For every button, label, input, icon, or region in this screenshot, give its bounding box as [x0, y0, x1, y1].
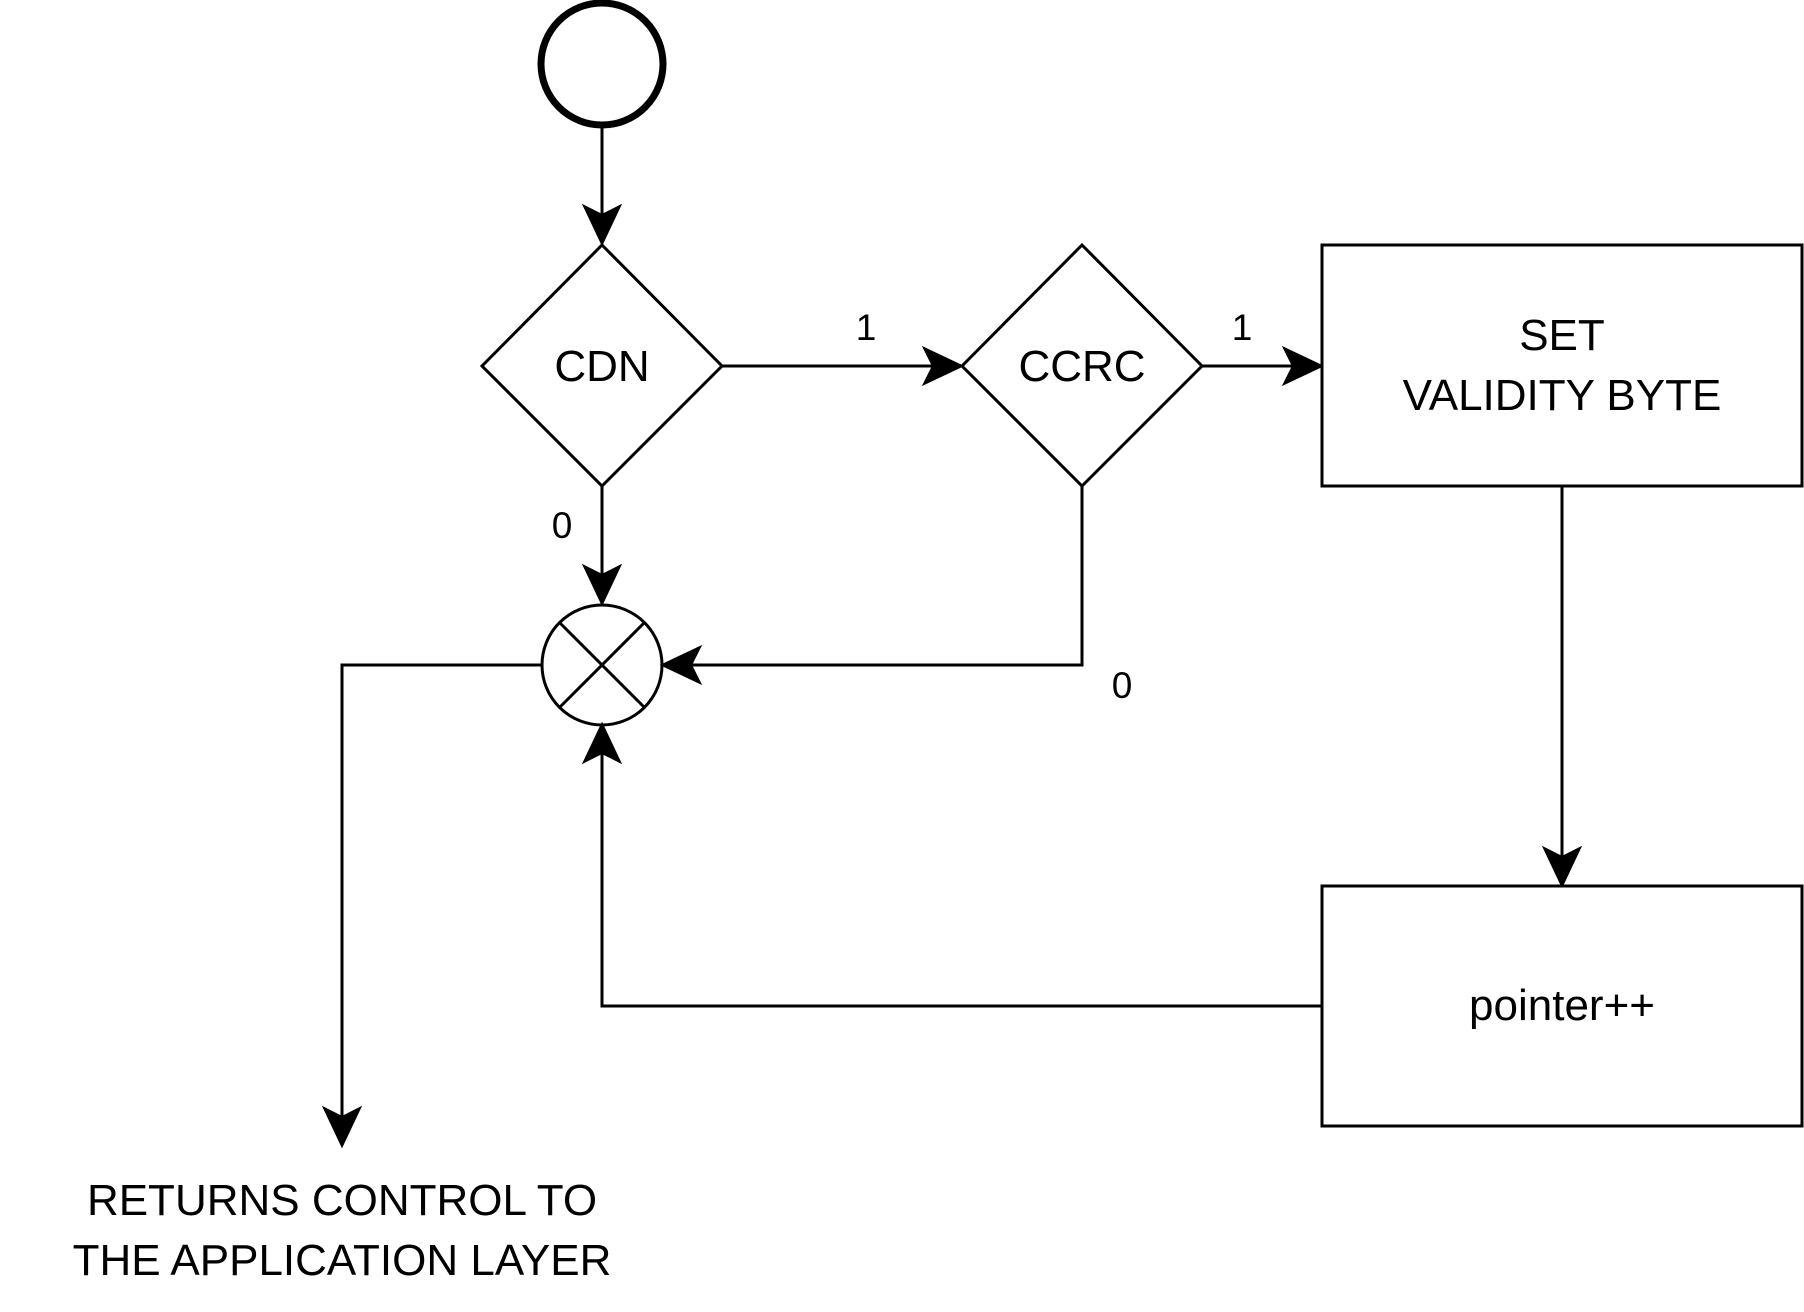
- edge-ccrc-to-set-validity: 1: [1202, 307, 1325, 387]
- start-node: [537, 0, 667, 129]
- decision-ccrc: CCRC: [959, 242, 1205, 489]
- edge-ccrc-false-label: 0: [1112, 665, 1133, 706]
- edge-cdn-false-label: 0: [552, 505, 573, 546]
- edge-junction-to-exit: [321, 663, 542, 1149]
- arrowhead: [1281, 345, 1325, 387]
- process-set-validity-byte: SET VALIDITY BYTE: [1320, 243, 1804, 488]
- arrowhead: [581, 563, 623, 607]
- exit-caption-line-1: RETURNS CONTROL TO: [87, 1176, 597, 1225]
- edge-set-validity-to-pointer: [1541, 486, 1583, 889]
- process-set-validity-line-2: VALIDITY BYTE: [1403, 371, 1722, 420]
- arrowhead: [581, 203, 623, 247]
- edge-start-to-cdn: [581, 126, 623, 247]
- exit-caption-line-2: THE APPLICATION LAYER: [73, 1236, 612, 1285]
- process-pointer-label: pointer++: [1469, 981, 1655, 1030]
- decision-cdn-label: CDN: [554, 342, 649, 391]
- edge-pointer-to-junction: [581, 721, 1322, 1008]
- decision-ccrc-label: CCRC: [1018, 342, 1145, 391]
- arrowhead: [581, 721, 623, 765]
- process-pointer-increment: pointer++: [1320, 884, 1804, 1128]
- junction-cross-line: [558, 621, 646, 709]
- arrowhead: [659, 644, 703, 686]
- decision-cdn: CDN: [479, 242, 725, 489]
- edge-ccrc-true-label: 1: [1232, 307, 1253, 348]
- arrowhead: [921, 345, 965, 387]
- arrowhead: [1541, 845, 1583, 889]
- edge-cdn-true-label: 1: [856, 307, 877, 348]
- arrowhead: [321, 1105, 363, 1149]
- junction-node: [540, 603, 664, 727]
- edge-cdn-to-ccrc: 1: [722, 307, 965, 387]
- process-set-validity-line-1: SET: [1519, 311, 1605, 360]
- edge-ccrc-to-junction: 0: [659, 486, 1133, 706]
- edge-cdn-to-junction: 0: [552, 486, 623, 607]
- exit-caption: RETURNS CONTROL TO THE APPLICATION LAYER: [73, 1176, 612, 1285]
